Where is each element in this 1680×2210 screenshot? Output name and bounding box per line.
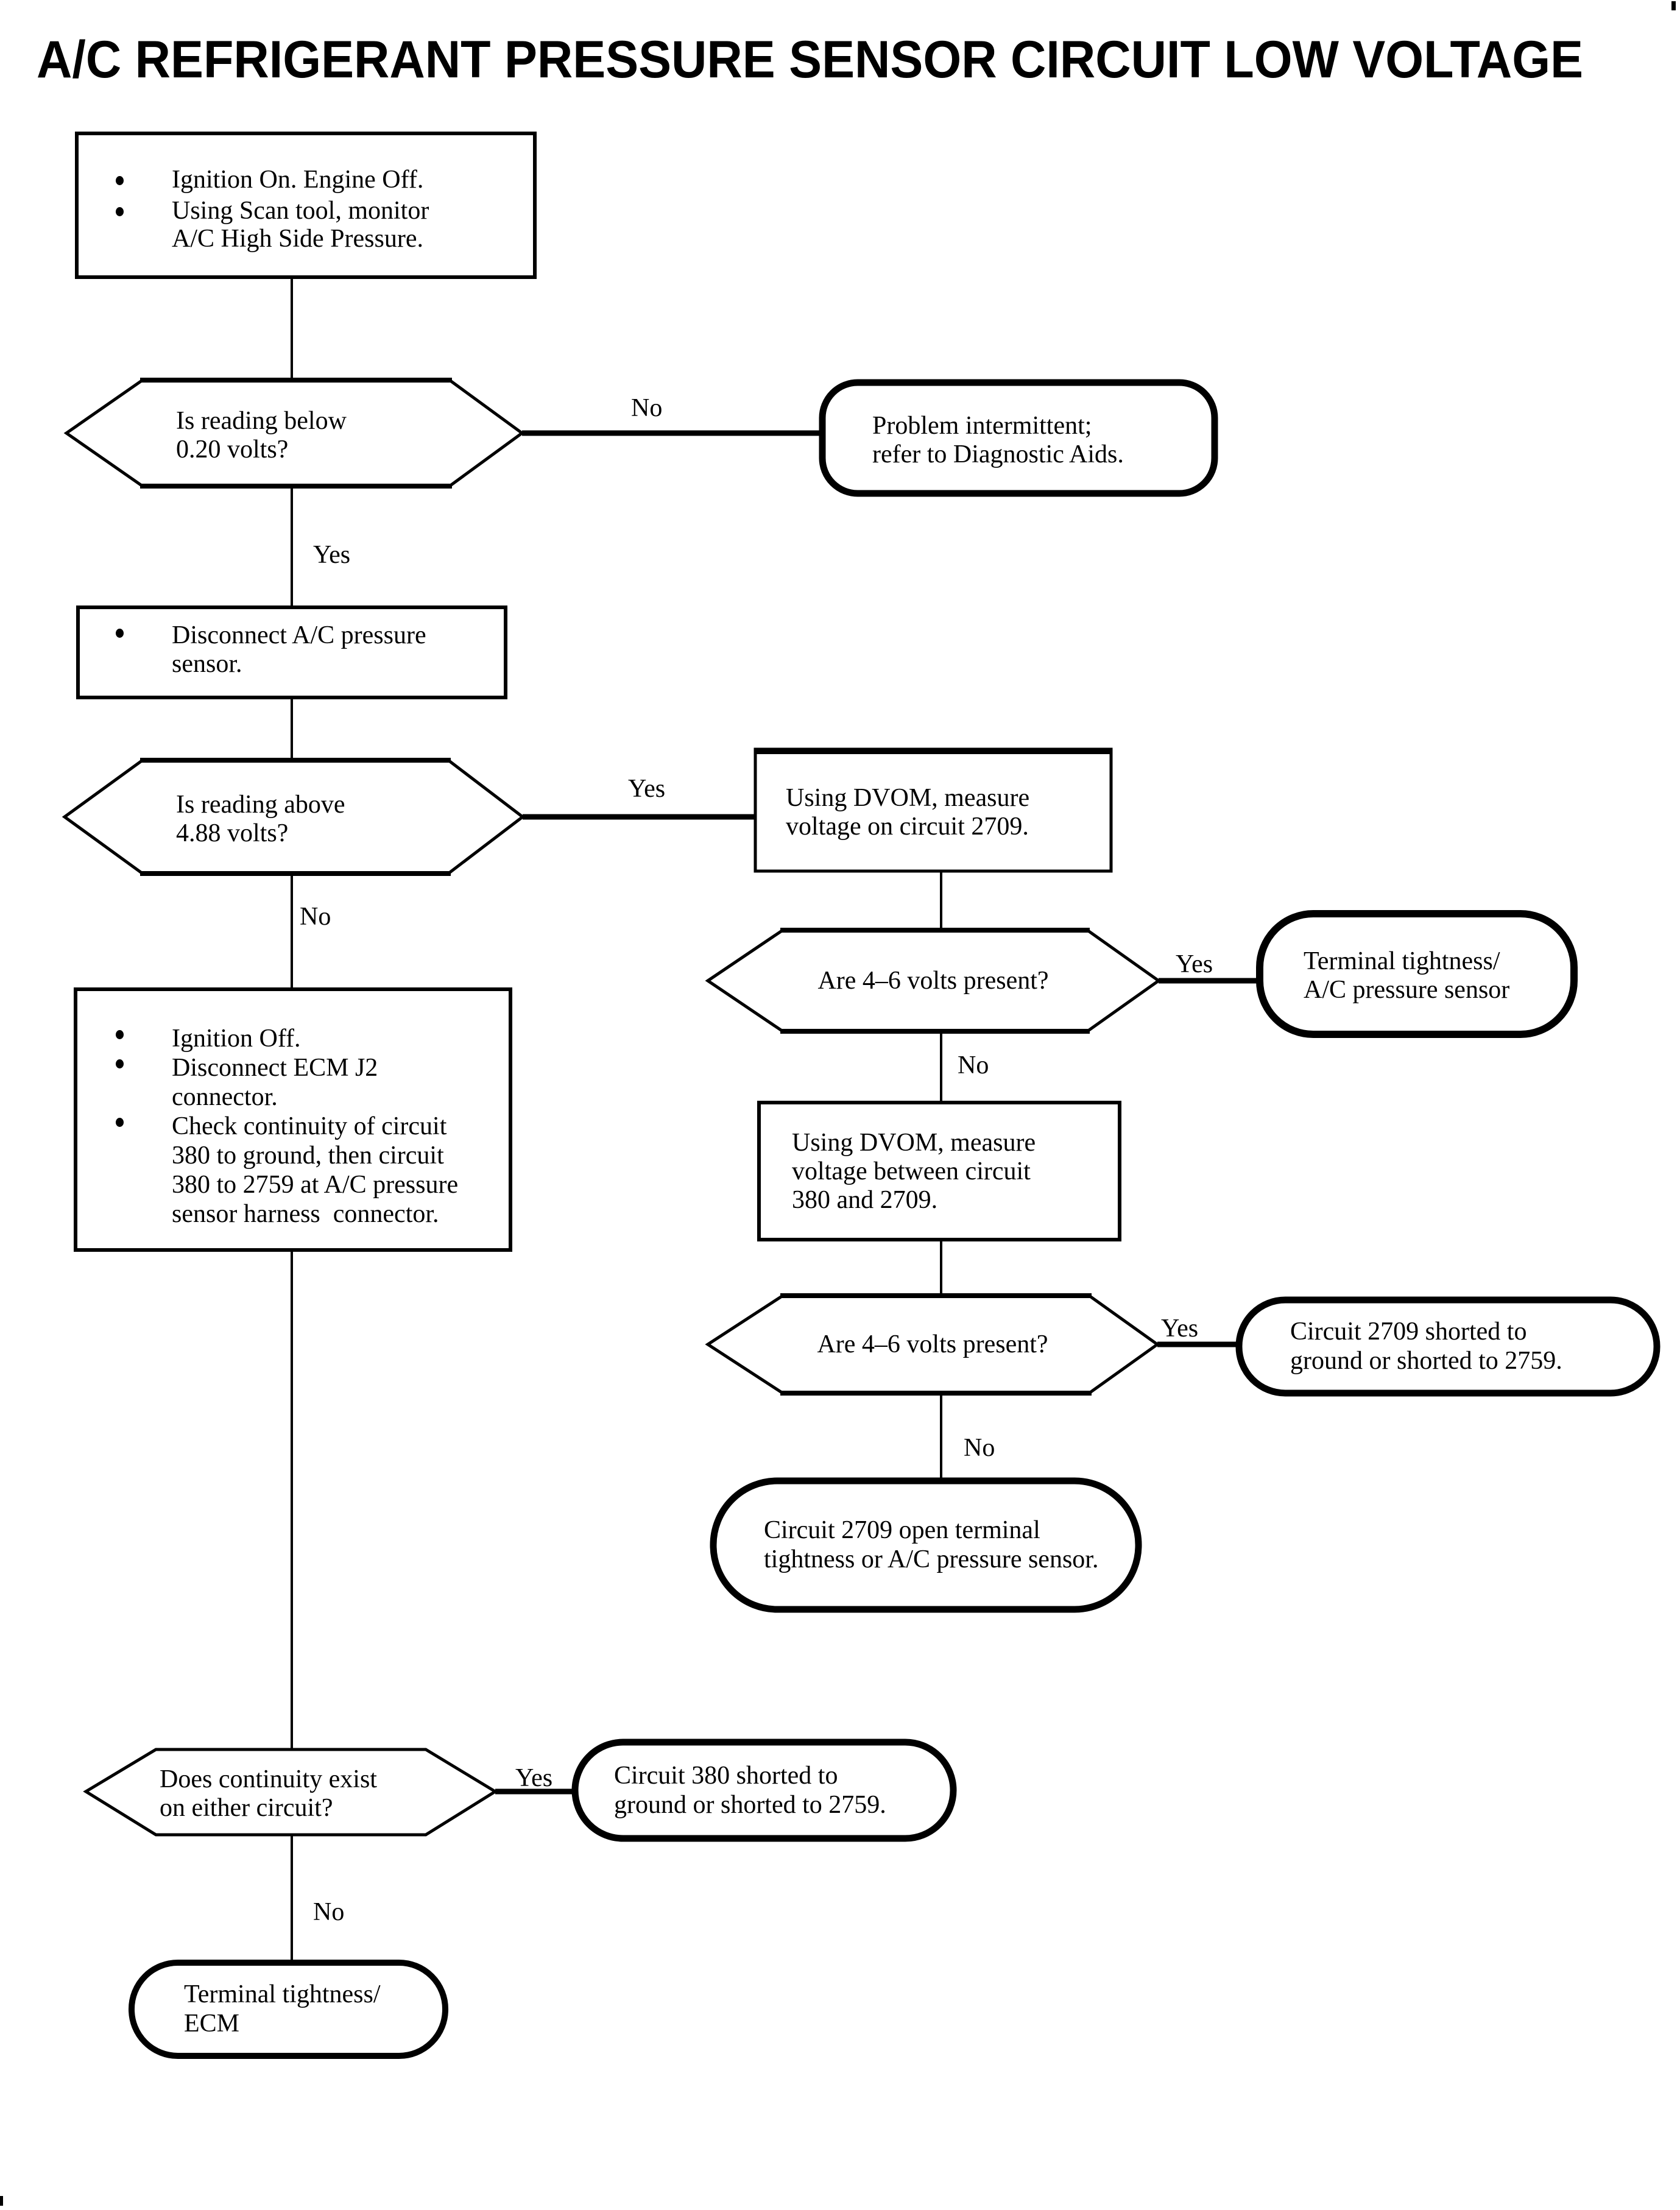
terminal6-line: ECM — [184, 2010, 240, 2038]
bullet-icon — [116, 1059, 124, 1068]
branch-label-no: No — [631, 394, 663, 422]
decision5-line: on either circuit? — [160, 1794, 333, 1822]
branch-label-yes: Yes — [628, 775, 666, 803]
step3-line: voltage on circuit 2709. — [786, 813, 1029, 841]
step5-line: Ignition Off. — [172, 1025, 301, 1053]
decision-hexagon-continuity — [83, 1748, 498, 1837]
step2-line: sensor. — [172, 650, 242, 678]
step4-line: Using DVOM, measure — [792, 1129, 1036, 1157]
start-step-line: Using Scan tool, monitor — [172, 197, 429, 225]
branch-label-yes: Yes — [515, 1764, 553, 1792]
terminal3-line: ground or shorted to 2759. — [1290, 1347, 1562, 1375]
step5-line: Disconnect ECM J2 — [172, 1054, 378, 1082]
page-title: A/C REFRIGERANT PRESSURE SENSOR CIRCUIT … — [37, 30, 1584, 89]
terminal1-line: Problem intermittent; — [872, 412, 1092, 440]
process-box-start — [75, 132, 537, 279]
process-box-disconnect-sensor — [76, 605, 507, 699]
decision1-line: Is reading below — [176, 407, 347, 435]
terminal-box-intermittent — [819, 379, 1218, 497]
start-step-line: A/C High Side Pressure. — [172, 225, 423, 253]
terminal4-line: Circuit 2709 open terminal — [764, 1516, 1040, 1544]
branch-label-yes: Yes — [1161, 1315, 1199, 1343]
scan-artifact — [0, 2196, 3, 2206]
bullet-icon — [116, 1118, 124, 1127]
terminal5-line: ground or shorted to 2759. — [614, 1791, 886, 1819]
terminal3-line: Circuit 2709 shorted to — [1290, 1318, 1527, 1346]
scan-artifact — [1671, 1, 1676, 10]
decision3-line: Are 4–6 volts present? — [817, 967, 1049, 995]
bullet-icon — [116, 629, 124, 638]
terminal5-line: Circuit 380 shorted to — [614, 1762, 838, 1790]
step5-line: connector. — [172, 1083, 278, 1111]
terminal1-line: refer to Diagnostic Aids. — [872, 440, 1124, 468]
step5-line: 380 to ground, then circuit — [172, 1142, 444, 1170]
process-box-check-continuity — [74, 987, 512, 1252]
branch-label-no: No — [958, 1051, 989, 1079]
bullet-icon — [116, 176, 124, 185]
decision1-line: 0.20 volts? — [176, 436, 289, 464]
terminal6-line: Terminal tightness/ — [184, 1980, 381, 2008]
step4-line: voltage between circuit — [792, 1157, 1031, 1185]
decision4-line: Are 4–6 volts present? — [817, 1330, 1048, 1358]
step5-line: Check continuity of circuit — [172, 1112, 447, 1140]
branch-label-no: No — [300, 903, 331, 931]
branch-label-yes: Yes — [1176, 950, 1213, 978]
branch-label-no: No — [964, 1434, 995, 1462]
process-box-measure-380-2709 — [757, 1101, 1121, 1241]
decision5-line: Does continuity exist — [160, 1765, 377, 1793]
step3-line: Using DVOM, measure — [786, 784, 1030, 812]
branch-label-yes: Yes — [313, 541, 351, 569]
step5-line: sensor harness connector. — [172, 1200, 439, 1228]
bullet-icon — [116, 207, 124, 216]
bullet-icon — [116, 1030, 124, 1039]
terminal4-line: tightness or A/C pressure sensor. — [764, 1545, 1099, 1573]
terminal2-line: A/C pressure sensor — [1304, 976, 1510, 1004]
terminal-box-2709-shorted — [1235, 1296, 1661, 1397]
terminal-box-tightness-ecm — [129, 1960, 448, 2059]
terminal-box-380-shorted — [571, 1739, 957, 1842]
decision2-line: Is reading above — [176, 791, 345, 819]
terminal-box-tightness-sensor — [1256, 910, 1578, 1038]
step5-line: 380 to 2759 at A/C pressure — [172, 1171, 459, 1199]
terminal-box-2709-open — [710, 1477, 1142, 1613]
step4-line: 380 and 2709. — [792, 1186, 938, 1214]
step2-line: Disconnect A/C pressure — [172, 621, 426, 649]
branch-label-no: No — [313, 1898, 345, 1926]
terminal2-line: Terminal tightness/ — [1304, 947, 1500, 975]
decision2-line: 4.88 volts? — [176, 819, 289, 847]
start-step-line: Ignition On. Engine Off. — [172, 166, 424, 194]
